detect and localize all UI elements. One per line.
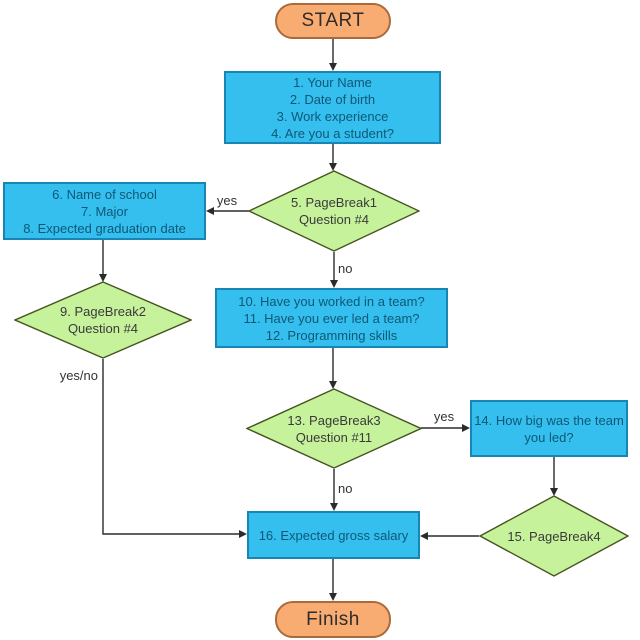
- process-line: 6. Name of school: [52, 186, 157, 202]
- teamwork-process: 10. Have you worked in a team? 11. Have …: [215, 288, 448, 348]
- process-line: you led?: [524, 429, 574, 445]
- decision-line: 13. PageBreak3: [287, 412, 381, 428]
- edge-pb2-salary: [102, 359, 239, 535]
- finish-terminal: Finish: [275, 601, 391, 638]
- personal-info-process: 1. Your Name 2. Date of birth 3. Work ex…: [224, 71, 441, 144]
- pagebreak3-decision: 13. PageBreak3 Question #11: [246, 388, 422, 469]
- pagebreak4-decision: 15. PageBreak4: [479, 495, 629, 577]
- salary-process: 16. Expected gross salary: [247, 511, 420, 559]
- process-line: 14. How big was the team: [474, 412, 624, 428]
- edge-label-pb1-yes: yes: [216, 193, 238, 208]
- team-size-process: 14. How big was the team you led?: [470, 400, 628, 457]
- process-line: 1. Your Name: [293, 74, 372, 90]
- arrowhead-start-personal: [329, 63, 337, 71]
- start-terminal: START: [275, 3, 391, 39]
- decision-line: Question #11: [295, 429, 373, 445]
- education-process: 6. Name of school 7. Major 8. Expected g…: [3, 182, 206, 240]
- edge-label-pb2-yesno: yes/no: [59, 368, 98, 383]
- process-line: 12. Programming skills: [265, 327, 398, 343]
- process-line: 11. Have you ever led a team?: [243, 310, 420, 326]
- arrowhead-pb4-salary: [420, 532, 428, 540]
- edge-label-pb1-no: no: [338, 261, 353, 276]
- arrowhead-pb2-salary: [239, 530, 247, 538]
- pagebreak1-decision: 5. PageBreak1 Question #4: [248, 170, 420, 252]
- diamond-shape: [246, 388, 422, 469]
- pagebreak2-decision: 9. PageBreak2 Question #4: [14, 281, 192, 359]
- decision-line: 15. PageBreak4: [507, 528, 601, 544]
- arrowhead-pb1-education: [206, 207, 214, 215]
- decision-line: Question #4: [298, 212, 370, 227]
- process-line: 16. Expected gross salary: [258, 527, 409, 543]
- process-line: 3. Work experience: [276, 108, 389, 124]
- arrowhead-pb3-salary: [330, 503, 338, 511]
- process-line: 10. Have you worked in a team?: [238, 293, 425, 309]
- process-line: 8. Expected graduation date: [23, 220, 186, 236]
- arrowhead-salary-finish: [329, 593, 337, 601]
- decision-line: 9. PageBreak2: [59, 304, 146, 319]
- edge-label-pb3-no: no: [338, 481, 353, 496]
- process-line: 2. Date of birth: [289, 91, 376, 107]
- arrowhead-pb3-teamsize: [462, 424, 470, 432]
- process-line: 4. Are you a student?: [271, 125, 394, 141]
- process-line: 7. Major: [81, 203, 128, 219]
- diamond-shape: [479, 495, 629, 577]
- diamond-shape: [248, 170, 420, 252]
- start-label: START: [301, 10, 365, 31]
- decision-line: Question #4: [67, 321, 139, 336]
- finish-label: Finish: [306, 608, 360, 630]
- diamond-shape: [14, 281, 192, 359]
- edge-label-pb3-yes: yes: [433, 409, 455, 424]
- decision-line: 5. PageBreak1: [290, 195, 377, 210]
- arrowhead-pb1-teamwork: [330, 280, 338, 288]
